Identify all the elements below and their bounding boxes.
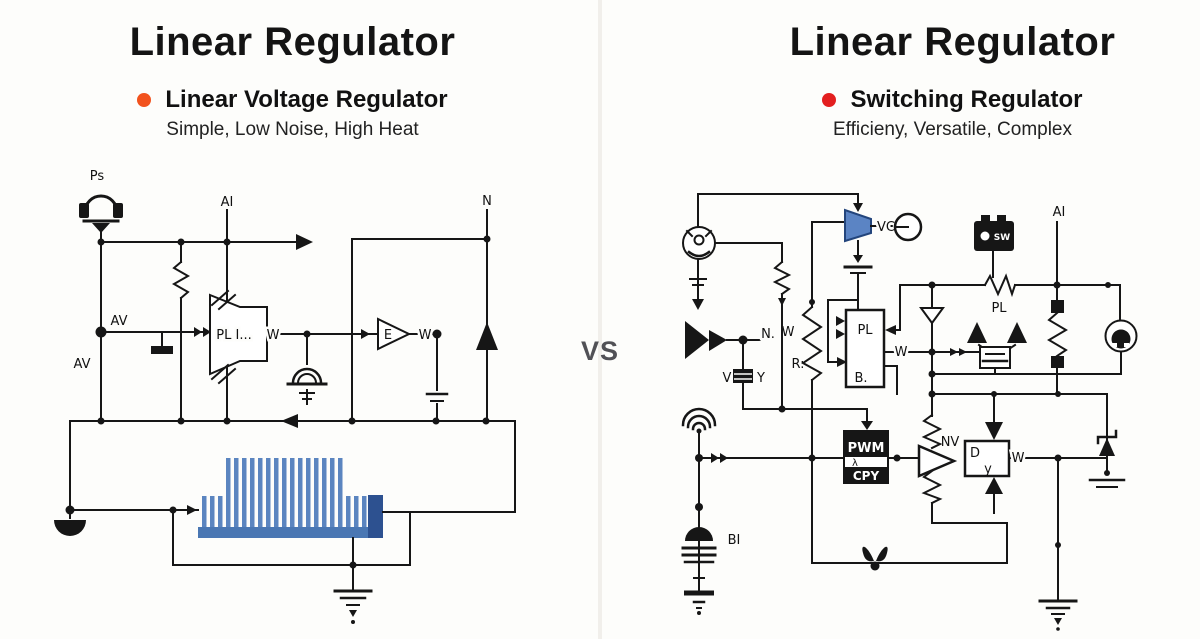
pass-device-symbol: PL I... xyxy=(209,289,268,385)
cap-below-funnel xyxy=(843,240,873,311)
dial-source-icon xyxy=(682,226,716,260)
battery-label: SW xyxy=(994,233,1010,243)
center-divider xyxy=(598,0,602,639)
pwm-controller-block: PWM λ CPY xyxy=(742,408,889,484)
wifi-icon xyxy=(681,407,717,434)
left-panel-heading: Linear Voltage Regulator xyxy=(165,86,448,113)
w-out-label: W xyxy=(1012,451,1025,466)
bi-label: BI xyxy=(728,533,741,548)
driver-box: D y xyxy=(963,393,1011,514)
arrowhead-icon xyxy=(296,234,313,250)
controller-block: PL B. xyxy=(827,284,901,395)
lamp-icon xyxy=(893,212,923,242)
switch-pair-icon xyxy=(967,322,1027,375)
ps-label: Ps xyxy=(90,169,105,184)
pl-block-label: PL xyxy=(857,323,873,338)
ai-label: AI xyxy=(221,195,234,210)
r-label: R: xyxy=(791,357,804,372)
linear-regulator-schematic: Ps AI PL I... AV AV W xyxy=(54,169,516,624)
y-box-label: y xyxy=(984,462,992,477)
left-panel-title: Linear Regulator xyxy=(129,20,456,64)
ground-icon xyxy=(333,589,373,624)
cap-y-label: Y xyxy=(756,371,765,386)
fused-resistor-icon xyxy=(1047,221,1068,395)
right-bullet-row: Switching Regulator xyxy=(705,86,1200,114)
right-panel-tagline: Efficieny, Versatile, Complex xyxy=(832,119,1072,140)
right-panel-header: Linear Regulator Switching Regulator Eff… xyxy=(705,20,1200,141)
arrowhead-icon xyxy=(281,414,298,428)
feedback-amp-chain: NV xyxy=(811,393,1008,564)
diode-icon xyxy=(476,307,498,350)
d-label: D xyxy=(970,446,980,461)
battery-icon: SW xyxy=(974,215,1014,278)
n-node-label: N. xyxy=(761,327,775,342)
nv-label: NV xyxy=(941,435,960,450)
fan-icon xyxy=(862,546,888,571)
electrolytic-cap-icon xyxy=(681,527,717,615)
vc-label: VC xyxy=(877,220,895,235)
left-panel-tagline: Simple, Low Noise, High Heat xyxy=(166,119,419,140)
earth-dome-icon xyxy=(54,511,86,536)
resistor-icon xyxy=(801,305,823,382)
ai-right-label: AI xyxy=(1053,205,1066,220)
red-bullet-icon xyxy=(822,93,837,107)
audio-plug-icon xyxy=(79,194,123,233)
av-side-label: AV xyxy=(74,357,91,372)
motor-icon xyxy=(1104,284,1138,375)
capacitor-icon xyxy=(151,346,173,354)
input-arrow-icon xyxy=(709,330,727,351)
left-bullet-row: Linear Voltage Regulator xyxy=(20,86,565,114)
pl-res-label: PL xyxy=(991,301,1007,316)
switching-regulator-schematic: N. W V Y R: VC xyxy=(681,193,1138,631)
left-panel-header: Linear Regulator Linear Voltage Regulato… xyxy=(20,20,565,141)
pwm-label: PWM xyxy=(848,441,885,456)
w-out-label: W xyxy=(419,328,432,343)
cap-arrow-branch xyxy=(689,258,707,310)
versus-label: VS xyxy=(580,336,620,366)
b-label: B. xyxy=(854,371,867,386)
resistor-icon xyxy=(171,260,191,300)
n-label: N xyxy=(482,194,492,209)
w-block-label: W xyxy=(895,345,908,360)
orange-bullet-icon xyxy=(137,93,152,107)
blue-funnel-icon xyxy=(844,208,872,243)
right-panel-title: Linear Regulator xyxy=(789,20,1116,64)
w-in-label: W xyxy=(267,328,280,343)
ground-icon xyxy=(1038,457,1078,631)
pass-device-label: PL I... xyxy=(216,328,251,343)
right-panel-heading: Switching Regulator xyxy=(850,86,1083,113)
cpy-label: CPY xyxy=(853,469,880,483)
resistor-icon xyxy=(772,260,792,296)
heatsink-icon xyxy=(198,458,383,538)
amp-label: E xyxy=(384,328,392,343)
input-capacitor-icon xyxy=(733,339,753,410)
junction-dot xyxy=(95,326,107,338)
error-amplifier-icon: E xyxy=(377,317,412,351)
resistor-icon xyxy=(983,273,1017,298)
down-funnel-icon xyxy=(919,307,945,325)
battery-cell-icon xyxy=(425,335,449,422)
cap-v-label: V xyxy=(723,371,732,386)
pwm-mid-label: λ xyxy=(852,458,858,469)
zener-diode-icon xyxy=(1088,393,1126,488)
av-top-label: AV xyxy=(111,314,128,329)
dome-sensor-icon xyxy=(286,333,328,405)
w-node-label: W xyxy=(782,325,795,340)
input-arrow-icon xyxy=(685,321,709,359)
